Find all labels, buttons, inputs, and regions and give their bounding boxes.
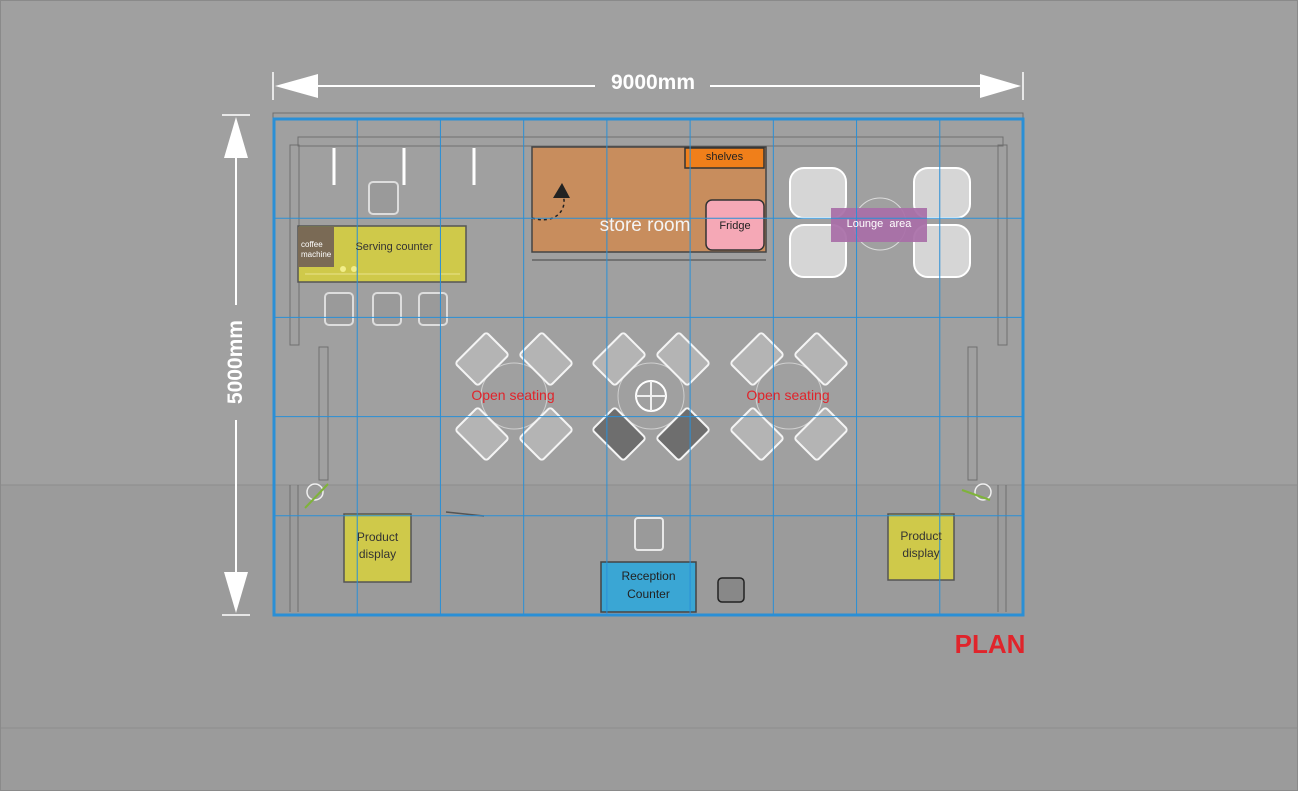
serving-counter — [297, 225, 467, 283]
grid-border — [272, 117, 1025, 617]
height-dimension-arrow — [222, 114, 250, 616]
wall-fixtures — [332, 148, 476, 185]
width-dimension-label: 9000mm — [610, 71, 696, 94]
coffee-machine — [298, 227, 334, 267]
open-seating-right-label: Open seating — [746, 387, 830, 403]
product-display-right-label-line1: Product — [900, 529, 942, 543]
fridge-label: Fridge — [719, 220, 751, 232]
reception-stool — [634, 517, 664, 551]
store-room-label: store room — [599, 215, 691, 236]
shelves — [684, 147, 765, 169]
lounge-area-label: Lounge area — [846, 218, 912, 230]
reception-counter-label-line2: Counter — [627, 587, 670, 601]
shelves-label: shelves — [705, 151, 744, 163]
light-fixtures — [304, 483, 992, 509]
product-display-left-label-line2: display — [358, 547, 397, 561]
product-display-left — [343, 513, 412, 583]
coffee-machine-label-line1: coffee — [301, 240, 323, 249]
serving-counter-label: Serving counter — [355, 241, 433, 253]
width-dimension-arrow — [272, 72, 1024, 100]
fridge — [705, 199, 765, 251]
reception-counter-label-line1: Reception — [621, 569, 676, 583]
reception-chair — [717, 577, 745, 603]
reception-counter — [600, 561, 697, 613]
open-seating-tables — [480, 362, 823, 430]
store-room — [531, 146, 767, 261]
plan-title: PLAN — [954, 629, 1026, 659]
layout-grid — [272, 117, 1025, 617]
product-display-left-label-line1: Product — [356, 530, 399, 544]
open-seating-chairs — [455, 332, 848, 461]
product-display-right-label-line2: display — [902, 546, 940, 560]
coffee-machine-label-line2: machine — [301, 250, 332, 259]
open-seating-left-label: Open seating — [471, 387, 555, 403]
lounge-area — [831, 208, 927, 242]
product-display-right — [887, 513, 955, 581]
door-swing-arrow — [553, 183, 570, 198]
height-dimension-label: 5000mm — [223, 320, 247, 405]
